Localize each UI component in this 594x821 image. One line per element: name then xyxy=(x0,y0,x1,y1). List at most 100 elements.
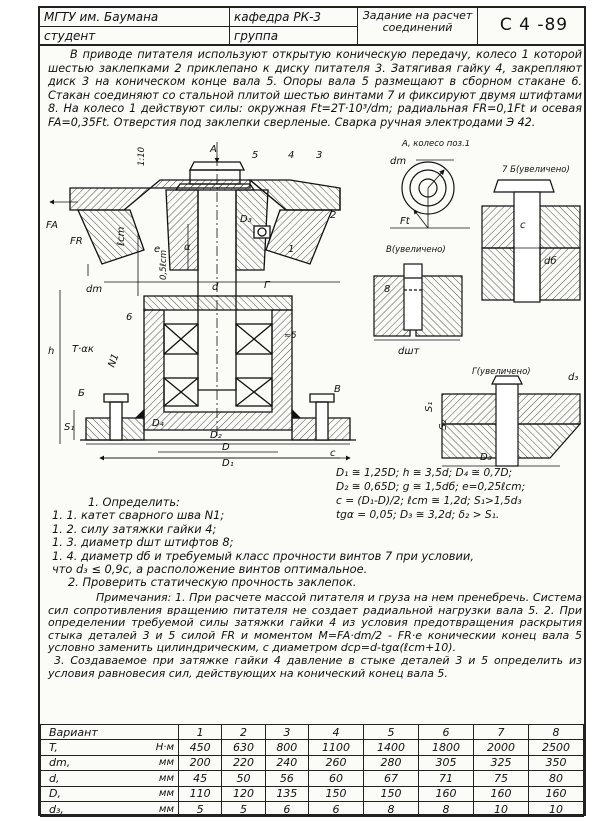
formula-line: tgα = 0,05; D₃ ≅ 3,2d; δ₂ > S₁. xyxy=(336,509,500,521)
label-g: Г xyxy=(264,280,271,291)
org-name: МГТУ им. Баумана xyxy=(40,8,230,27)
title-block: МГТУ им. Баумана студент кафедра РК-3 гр… xyxy=(40,8,584,46)
table-row: D, мм 110 120 135 150 150 160 160 160 xyxy=(40,785,585,802)
assembly-drawing: А 5 4 3 2 1 D₃ FA FR dm ℓcm α 0,5ℓcm d D… xyxy=(40,139,588,469)
table-cell: 2000 xyxy=(472,739,529,756)
table-cell: 800 xyxy=(264,739,309,756)
label-d: d xyxy=(212,282,219,293)
label-db: dб xyxy=(544,255,557,267)
table-header-cell: 7 xyxy=(472,723,529,741)
table-cell: 50 xyxy=(221,770,266,787)
label-a: А xyxy=(209,144,217,155)
label-n2: 2 xyxy=(330,210,336,221)
variants-table: Вариант 1 2 3 4 5 6 7 8 T, Н·м 450 630 8… xyxy=(40,723,585,818)
label-dm: dm xyxy=(86,284,102,295)
table-header-row: Вариант 1 2 3 4 5 6 7 8 xyxy=(40,723,585,741)
label-n4: 4 xyxy=(288,150,294,161)
table-cell: 350 xyxy=(527,754,585,772)
table-row: dm, мм 200 220 240 260 280 305 325 350 xyxy=(40,754,585,772)
task-list: 1. Определить: 1. 1. катет сварного шва … xyxy=(48,495,584,590)
label-n6: 6 xyxy=(126,312,132,323)
drawing-svg: А 5 4 3 2 1 D₃ FA FR dm ℓcm α 0,5ℓcm d D… xyxy=(46,139,582,469)
row-name: dm, xyxy=(40,754,137,772)
table-cell: 1800 xyxy=(417,739,474,756)
label-g-zoom: Г(увеличено) xyxy=(472,367,531,377)
row-name: d₃, xyxy=(40,800,137,818)
pin-detail xyxy=(373,263,463,341)
label-ft: Ft xyxy=(400,216,411,227)
task-item: 1. 3. диаметр dшт штифтов 8; xyxy=(52,535,234,550)
table-header-cell: 4 xyxy=(307,723,364,741)
label-n5: 5 xyxy=(252,150,258,161)
row-name: T, xyxy=(40,739,137,756)
label-dm-wheel: dm xyxy=(390,156,406,167)
label-c: c xyxy=(330,448,336,459)
table-cell: 280 xyxy=(362,754,419,772)
student-field: студент xyxy=(40,27,230,44)
table-cell: 110 xyxy=(177,785,223,802)
label-d3: D₃ xyxy=(240,214,252,225)
table-cell: 45 xyxy=(177,770,223,787)
row-name: D, xyxy=(40,785,137,802)
table-header-cell: 3 xyxy=(264,723,309,741)
table-cell: 67 xyxy=(362,770,419,787)
table-header-cell: 5 xyxy=(362,723,419,741)
label-s1-rivet: S₁ xyxy=(424,402,435,412)
geometry-relations: D₁ ≅ 1,25D; h ≅ 3,5d; D₄ ≅ 0,7D; D₂ ≅ 0,… xyxy=(336,466,586,522)
label-n1: 1 xyxy=(288,244,294,255)
table-row: d₃, мм 5 5 6 6 8 8 10 10 xyxy=(40,800,585,818)
note-paragraph: Примечания: 1. При расчете массой питате… xyxy=(48,591,582,655)
table-cell: 150 xyxy=(307,785,364,802)
note-paragraph: 3. Создаваемое при затяжке гайки 4 давле… xyxy=(48,653,582,680)
table-cell: 2500 xyxy=(527,739,585,756)
label-d3-small: d₃ xyxy=(568,372,578,383)
table-cell: 5 xyxy=(221,800,266,818)
label-alpha: α xyxy=(184,242,191,253)
table-header-cell: 6 xyxy=(417,723,474,741)
task-item: 1. 1. катет сварного шва N1; xyxy=(52,508,225,523)
table-cell: 8 xyxy=(417,800,474,818)
table-cell: 135 xyxy=(264,785,309,802)
task-item: 1. 4. диаметр dб и требуемый класс прочн… xyxy=(52,548,474,563)
task-item: 1. 2. силу затяжки гайки 4; xyxy=(52,521,217,536)
rivet-detail xyxy=(441,375,582,467)
label-n8: 8 xyxy=(384,284,390,295)
table-cell: 6 xyxy=(264,800,309,818)
label-taper: 1:10 xyxy=(137,147,147,166)
label-D2: D₂ xyxy=(210,430,222,441)
label-half-lcm: 0,5ℓcm xyxy=(159,250,169,280)
table-cell: 75 xyxy=(472,770,529,787)
row-unit: мм xyxy=(136,800,179,818)
table-cell: 71 xyxy=(417,770,474,787)
formula-line: D₁ ≅ 1,25D; h ≅ 3,5d; D₄ ≅ 0,7D; xyxy=(336,467,513,479)
table-cell: 200 xyxy=(177,754,223,772)
task-item: 2. Проверить статическую прочность закле… xyxy=(68,575,357,590)
label-h: h xyxy=(48,346,54,357)
table-cell: 5 xyxy=(177,800,223,818)
assignment-sheet: МГТУ им. Баумана студент кафедра РК-3 гр… xyxy=(38,6,588,818)
table-cell: 56 xyxy=(264,770,309,787)
table-cell: 450 xyxy=(177,739,223,756)
table-cell: 630 xyxy=(221,739,266,756)
table-cell: 220 xyxy=(221,754,266,772)
table-cell: 305 xyxy=(417,754,474,772)
label-v: В xyxy=(334,384,341,395)
label-wheel-note: А, колесо поз.1 xyxy=(401,140,470,149)
label-fa: FA xyxy=(46,220,58,231)
table-cell: 325 xyxy=(472,754,529,772)
row-unit: мм xyxy=(136,785,179,802)
task-title: Задание на расчет соединений xyxy=(358,8,478,44)
table-cell: 120 xyxy=(221,785,266,802)
table-cell: 6 xyxy=(307,800,364,818)
main-section xyxy=(69,156,356,441)
table-cell: 8 xyxy=(362,800,419,818)
table-cell: 240 xyxy=(264,754,309,772)
screw-detail xyxy=(481,179,581,303)
table-row: d, мм 45 50 56 60 67 71 75 80 xyxy=(40,770,585,787)
table-cell: 1400 xyxy=(362,739,419,756)
label-v-zoom: В(увеличено) xyxy=(386,245,446,255)
label-d3-rivet: D₃ xyxy=(480,452,492,463)
label-tak: T·αк xyxy=(72,344,94,355)
formula-line: c = (D₁-D)/2; ℓcm ≅ 1,2d; S₁>1,5d₃ xyxy=(336,495,522,507)
label-lcm: ℓcm xyxy=(116,226,127,246)
